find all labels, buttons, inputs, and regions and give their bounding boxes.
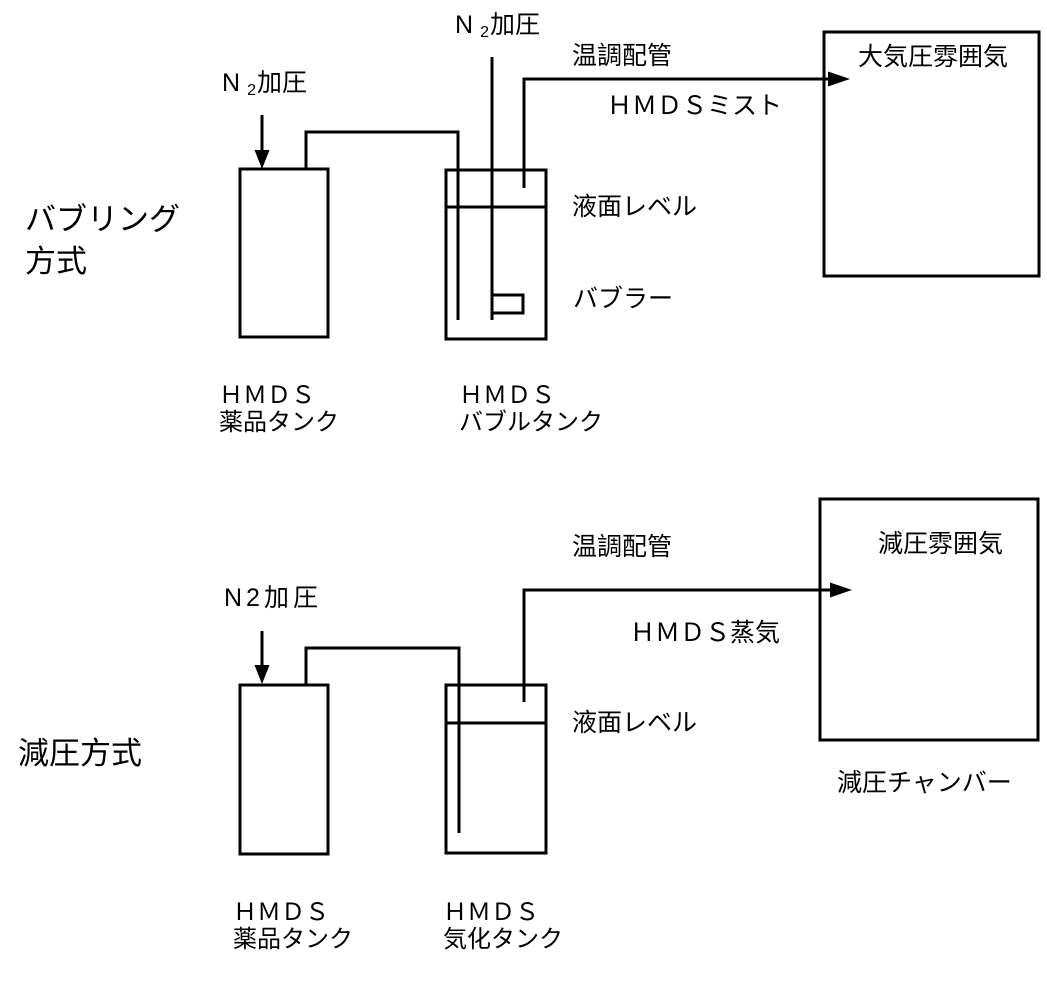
top-tank1-n2-rest: 加圧 [256, 69, 307, 97]
top-outlet-pipe [522, 77, 831, 188]
bottom-chamber-box [818, 497, 1040, 742]
top-diagram-lines [238, 30, 1041, 341]
top-tank1-n2-base: N [222, 69, 241, 97]
top-tank2-n2-base: N [455, 11, 474, 39]
top-outlet-arrowhead-icon [828, 71, 850, 87]
top-tank1-caption-line2: 薬品タンク [219, 409, 339, 436]
bottom-feed-pipe [304, 646, 461, 833]
bottom-tank2-caption-line1: ＨＭＤＳ [443, 899, 539, 926]
top-chamber-box [822, 30, 1041, 278]
bottom-tank1-caption-line2: 薬品タンク [233, 926, 353, 953]
top-tank2-caption-line2: バブルタンク [459, 409, 603, 436]
bottom-pipe-label: 温調配管 [572, 533, 673, 561]
top-tank1-caption: ＨＭＤＳ 薬品タンク [219, 382, 339, 436]
top-tank2-caption: ＨＭＤＳ バブルタンク [459, 382, 603, 436]
top-flow-label: ＨＭＤＳミスト [607, 92, 783, 120]
top-tank1-caption-line1: ＨＭＤＳ [219, 382, 315, 409]
bubbler-label: バブラー [573, 285, 674, 313]
bubbler-outline [490, 293, 525, 315]
bottom-tank1-n2-label: N2加圧 [224, 584, 322, 612]
top-chemical-tank [238, 167, 330, 339]
bottom-outlet-arrowhead-icon [830, 582, 852, 598]
bottom-tank1-caption: ＨＭＤＳ 薬品タンク [233, 899, 353, 953]
bottom-n2-arrowhead-icon [254, 665, 270, 684]
top-chamber-label: 大気圧雰囲気 [858, 43, 1009, 71]
top-section-title-line1: バブリング [25, 202, 180, 237]
bottom-diagram-lines [238, 497, 1040, 856]
top-level-label: 液面レベル [572, 193, 698, 221]
top-section-title-line2: 方式 [25, 244, 87, 279]
bottom-tank2-caption: ＨＭＤＳ 気化タンク [443, 899, 563, 953]
top-tank2-n2-rest: 加圧 [489, 11, 540, 39]
top-bubble-tank [444, 168, 548, 341]
top-pipe-label: 温調配管 [572, 42, 673, 70]
top-section-title: バブリング 方式 [25, 199, 180, 283]
bottom-level-label: 液面レベル [572, 709, 698, 737]
bottom-chamber-label: 減圧雰囲気 [878, 530, 1004, 558]
bottom-tank1-caption-line1: ＨＭＤＳ [233, 899, 329, 926]
bottom-section-title: 減圧方式 [18, 736, 142, 771]
bottom-outlet-pipe [522, 588, 833, 702]
bottom-tank2-caption-line2: 気化タンク [443, 926, 563, 953]
top-n2-arrowhead-icon [254, 150, 270, 169]
top-feed-pipe [304, 130, 460, 320]
bottom-chemical-tank [238, 683, 330, 856]
bottom-chamber-caption: 減圧チャンバー [837, 769, 1012, 797]
top-tank2-caption-line1: ＨＭＤＳ [459, 382, 555, 409]
top-tank1-n2-subscript: 2 [247, 82, 256, 99]
bottom-vaporizing-tank [444, 683, 548, 855]
bottom-flow-label: ＨＭＤＳ蒸気 [630, 619, 781, 647]
top-tank2-n2-subscript: 2 [480, 24, 489, 41]
